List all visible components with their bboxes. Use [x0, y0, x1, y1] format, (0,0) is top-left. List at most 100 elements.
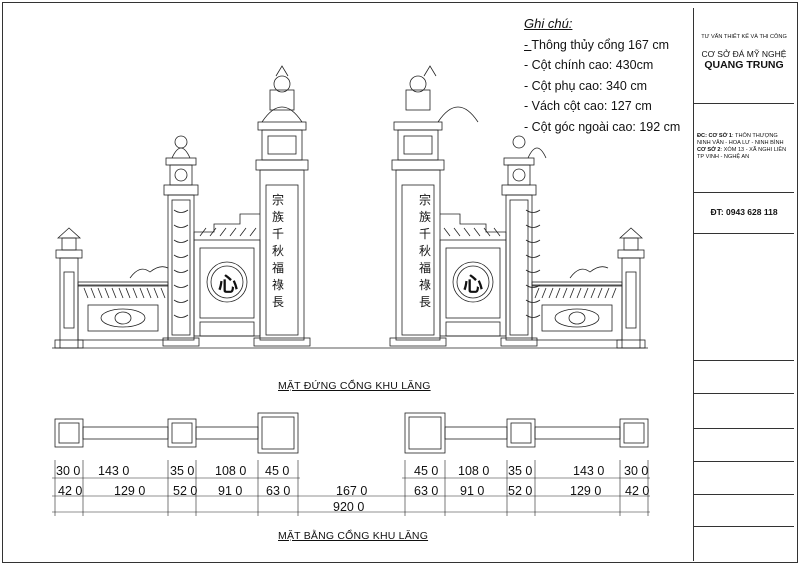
secondary-column-carving — [173, 224, 189, 228]
secondary-column-carving — [525, 224, 541, 228]
secondary-column-carving — [525, 254, 541, 258]
plan-wall-left — [195, 426, 259, 440]
secondary-column-carving — [173, 314, 189, 318]
main-column-cap — [255, 159, 309, 171]
fence-wall — [531, 284, 623, 341]
plan-main-left — [257, 412, 299, 454]
secondary-column-carving — [525, 239, 541, 243]
plan-main-right — [404, 412, 446, 454]
company-line2: CƠ SỞ ĐÁ MỸ NGHỆ — [701, 49, 787, 59]
secondary-column-carving — [173, 299, 189, 303]
note-1: - Thông thủy cổng 167 cm — [524, 37, 670, 52]
main-column-finial — [409, 75, 427, 93]
dim-r2-4: 91 0 — [218, 484, 243, 498]
kylin-statue — [527, 147, 547, 159]
dim-r1-l4: 108 0 — [215, 464, 247, 478]
fence-lotus-panel — [541, 304, 613, 332]
main-column-finial — [273, 75, 291, 93]
company-cell: TƯ VẤN THIẾT KẾ VÀ THI CÔNG CƠ SỞ ĐÁ MỸ … — [694, 8, 794, 104]
corner-post-cap — [617, 249, 645, 259]
address-cell: ĐC: CƠ SỞ 1: THÔN THƯỢNG NINH VÂN - HOA … — [694, 103, 794, 193]
note-3: - Cột phụ cao: 340 cm — [524, 78, 647, 93]
address-cs1: ĐC: CƠ SỞ 1: THÔN THƯỢNG NINH VÂN - HOA … — [697, 133, 784, 146]
main-column-upper-panel — [267, 135, 297, 155]
secondary-column-base — [500, 337, 538, 347]
main-column-base — [253, 337, 311, 347]
main-column-crown — [261, 106, 303, 123]
fence-hatch — [132, 287, 138, 299]
corner-post-body — [59, 257, 79, 349]
secondary-column-disc — [512, 168, 526, 182]
blank-cell-5 — [694, 461, 794, 495]
notes-panel: Ghi chú: - Thông thủy cổng 167 cm - Cột … — [524, 14, 694, 137]
fence-hatch — [104, 287, 110, 299]
lotus-center — [568, 311, 586, 325]
secondary-column-inner — [171, 199, 191, 336]
fence-hatch — [139, 287, 145, 299]
plan-fence-right — [534, 426, 621, 440]
fence-hatch — [160, 287, 166, 299]
secondary-column-cap — [163, 184, 199, 196]
main-column-finial-tip — [275, 65, 289, 77]
dim-r2-10: 129 0 — [570, 484, 602, 498]
dim-r2-9: 52 0 — [508, 484, 533, 498]
fence-lotus-panel — [87, 304, 159, 332]
secondary-column-carving — [173, 209, 189, 213]
plan-caption: MẶT BẰNG CỔNG KHU LĂNG — [278, 530, 429, 542]
fence-hatch — [541, 287, 547, 299]
wall-top-hatch — [473, 227, 481, 237]
wall-top-hatch — [453, 227, 461, 237]
fence-hatch — [125, 287, 131, 299]
wall-top-hatch — [209, 227, 217, 237]
medallion-inner — [210, 265, 244, 299]
gate-wall-inner — [445, 247, 501, 319]
secondary-column-carving — [525, 269, 541, 273]
main-column-finial-base — [269, 89, 295, 111]
blank-cell-1 — [694, 233, 794, 361]
dim-r2-6: 167 0 — [336, 484, 368, 498]
kylin-head — [174, 135, 188, 149]
plan-corner-post-right-inner — [623, 422, 645, 444]
lotus-ornament — [100, 308, 146, 328]
elevation-caption: MẶT ĐỨNG CỔNG KHU LĂNG — [278, 380, 431, 392]
blank-cell-3 — [694, 393, 794, 429]
fence-hatch — [83, 287, 89, 299]
secondary-column-carving — [525, 299, 541, 303]
fence-hatch — [146, 287, 152, 299]
wall-stepped-top — [440, 213, 507, 240]
wall-top-hatch — [463, 227, 471, 237]
secondary-column-inner — [509, 199, 529, 336]
gate-wall-lower — [199, 321, 255, 337]
wall-stepped-top — [193, 213, 260, 240]
plan-secondary-left-inner — [171, 422, 193, 444]
dim-r1-r1: 45 0 — [414, 464, 439, 478]
wall-top-hatch — [219, 227, 227, 237]
plan-main-right-inner — [408, 416, 442, 450]
dim-r2-11: 42 0 — [625, 484, 650, 498]
main-column-upper-panel — [403, 135, 433, 155]
fence-hatch — [590, 287, 596, 299]
wall-top-hatch — [249, 227, 257, 237]
fence-hatch — [90, 287, 96, 299]
dim-r1-l5: 45 0 — [265, 464, 290, 478]
wall-top-hatch — [239, 227, 247, 237]
phone: ĐT: 0943 628 118 — [710, 207, 778, 217]
plan-secondary-right-inner — [510, 422, 532, 444]
plan-fence-left — [82, 426, 169, 440]
main-column-finial-base — [405, 89, 431, 111]
medallion-right: 心 — [463, 272, 483, 296]
fence-hatch — [604, 287, 610, 299]
dim-r1-l1: 30 0 — [56, 464, 81, 478]
dim-r2-2: 129 0 — [114, 484, 146, 498]
lotus-center — [114, 311, 132, 325]
secondary-column-carving — [525, 284, 541, 288]
corner-post-panel — [63, 271, 75, 329]
note-2: - Cột chính cao: 430cm — [524, 58, 654, 72]
corner-post-body — [621, 257, 641, 349]
notes-heading: Ghi chú: — [524, 16, 573, 31]
dim-r1-r4: 143 0 — [573, 464, 605, 478]
medallion-circle — [452, 261, 494, 303]
main-column-base — [389, 337, 447, 347]
